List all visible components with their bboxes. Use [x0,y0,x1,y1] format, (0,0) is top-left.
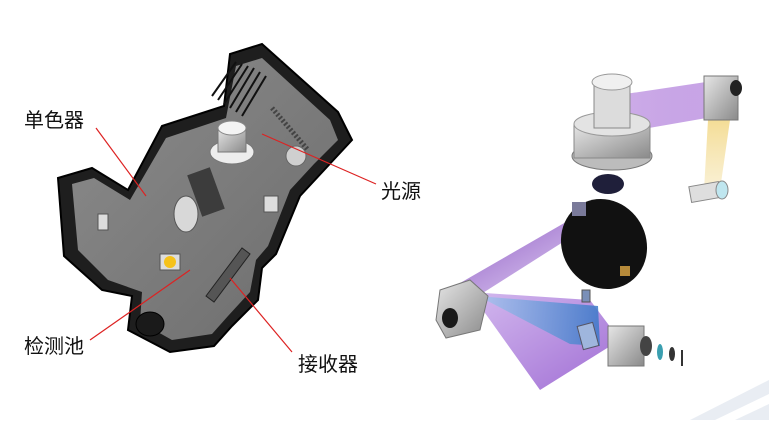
filter-disc [592,174,624,194]
beam-mirror-to-lens [704,120,730,190]
grating-wheel [560,198,648,290]
heat-sink [211,61,267,117]
leader-receiver [229,277,293,353]
leader-lines [89,127,377,353]
label-receiver: 接收器 [298,352,358,376]
receiver-component [205,247,251,303]
leader-light-source [261,133,377,185]
label-light-source: 光源 [381,179,421,203]
lamp-component [209,120,255,165]
grating-assembly [173,167,225,233]
cell-cylinder [135,311,165,337]
leader-detection-cell [89,269,191,341]
label-monochromator: 单色器 [24,108,84,132]
source-block [435,279,489,339]
optical-path-schematic [435,73,769,420]
mirror-block-top [703,75,742,121]
lens-unit [688,180,729,204]
corner-stripe-highlight [715,394,769,420]
mirror-block [97,213,109,231]
detector-assembly [607,325,683,367]
optic-block [263,195,279,213]
leader-monochromator [95,127,147,197]
spring [270,106,310,152]
cuvette [576,321,600,351]
lamp-unit [571,73,653,171]
beam-grating-to-block [448,222,582,296]
slit-marker [581,289,591,303]
beam-blue [478,296,600,346]
detection-cell-component [159,253,181,271]
label-detection-cell: 检测池 [24,334,84,358]
instrument-housing [56,42,354,354]
